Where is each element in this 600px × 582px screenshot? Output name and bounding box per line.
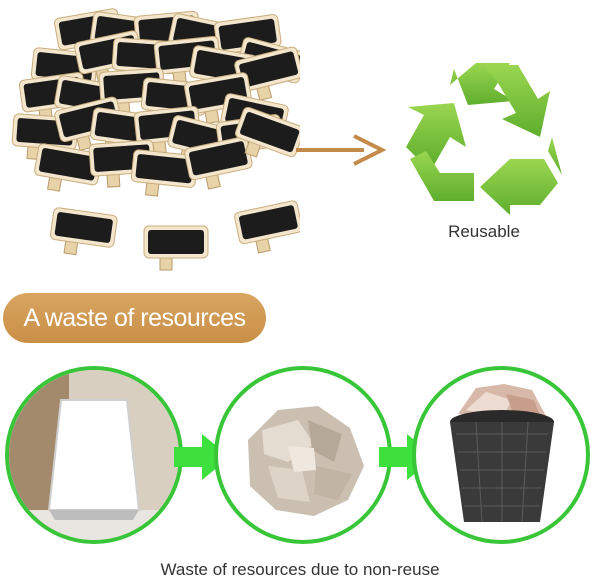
- whiteboard-sign-image: [9, 370, 179, 540]
- chalkboard-clip: [234, 46, 300, 101]
- crumpled-paper-image: [248, 406, 364, 516]
- reusable-label: Reusable: [448, 222, 520, 241]
- chalkboard-clip: [235, 106, 300, 158]
- crumpled-paper-circle: [214, 366, 392, 544]
- waste-of-resources-badge: A waste of resources: [3, 293, 266, 343]
- chalkboard-clip-pile-image: [11, 8, 300, 271]
- chalkboard-clip: [34, 143, 103, 192]
- chalkboard-clip: [184, 136, 253, 190]
- chalkboard-clip: [143, 225, 209, 271]
- arrow-right-icon: [296, 134, 387, 166]
- trash-bin-image: [450, 384, 554, 523]
- chalkboard-clip: [234, 200, 300, 254]
- chalkboard-clip: [50, 207, 118, 256]
- footer-caption: Waste of resources due to non-reuse: [160, 560, 440, 579]
- chalkboard-clip: [130, 149, 198, 197]
- whiteboard-sign-circle: [5, 366, 183, 544]
- trash-bin-circle: [412, 366, 590, 544]
- recycle-icon: [406, 63, 562, 215]
